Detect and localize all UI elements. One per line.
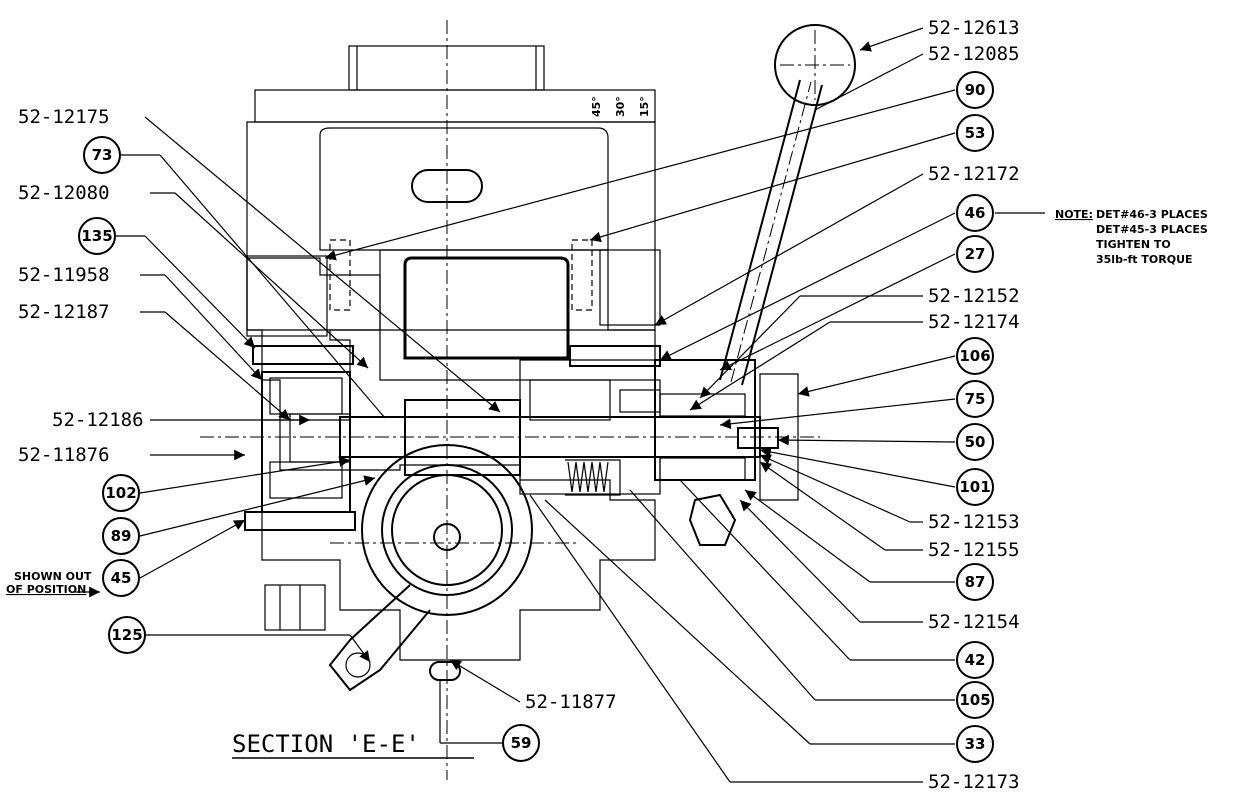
part-52-12155: 52-12155 (928, 539, 1020, 561)
bubble-90-text: 90 (965, 81, 986, 99)
shown-out-line-1: SHOWN OUT (14, 570, 92, 583)
part-52-12172: 52-12172 (928, 163, 1020, 185)
bubble-105: 105 (956, 681, 994, 719)
bubble-125-text: 125 (111, 626, 142, 644)
part-52-12175: 52-12175 (18, 106, 110, 128)
bubble-87: 87 (956, 563, 994, 601)
bubble-27: 27 (956, 235, 994, 273)
bubble-27-text: 27 (965, 245, 986, 263)
bubble-101: 101 (956, 468, 994, 506)
bubble-106: 106 (956, 337, 994, 375)
bubble-102: 102 (102, 474, 140, 512)
part-52-11958: 52-11958 (18, 264, 110, 286)
bubble-75: 75 (956, 380, 994, 418)
part-52-12085: 52-12085 (928, 43, 1020, 65)
bubble-73-text: 73 (92, 146, 113, 164)
bubble-106-text: 106 (959, 347, 990, 365)
part-52-12613: 52-12613 (928, 17, 1020, 39)
note-line-2: DET#45-3 PLACES (1096, 223, 1208, 236)
bubble-101-text: 101 (959, 478, 990, 496)
bubble-53: 53 (956, 114, 994, 152)
bubble-125: 125 (108, 616, 146, 654)
bubble-90: 90 (956, 71, 994, 109)
scale-mark-15: 15° (638, 96, 651, 117)
bubble-33: 33 (956, 725, 994, 763)
part-52-12080: 52-12080 (18, 182, 110, 204)
bubble-59: 59 (502, 724, 540, 762)
bubble-53-text: 53 (965, 124, 986, 142)
bubble-135-text: 135 (81, 227, 112, 245)
assembly-geometry (200, 20, 856, 780)
section-title: SECTION 'E-E' (232, 730, 420, 758)
scale-marks: 45° 30° 15° (590, 96, 651, 117)
section-title-group: SECTION 'E-E' (232, 730, 474, 759)
bubble-87-text: 87 (965, 573, 986, 591)
part-52-12187: 52-12187 (18, 301, 110, 323)
bubble-33-text: 33 (965, 735, 986, 753)
note-line-1: DET#46-3 PLACES (1096, 208, 1208, 221)
bubble-46: 46 (956, 194, 994, 232)
part-52-12152: 52-12152 (928, 285, 1020, 307)
part-52-12174: 52-12174 (928, 311, 1020, 333)
part-52-12186: 52-12186 (52, 409, 144, 431)
bubble-45: 45 (102, 559, 140, 597)
bubble-89-text: 89 (111, 527, 132, 545)
bubble-102-text: 102 (105, 484, 136, 502)
scale-mark-45: 45° (590, 96, 603, 117)
part-52-11876: 52-11876 (18, 444, 110, 466)
note-line-4: 35lb-ft TORQUE (1096, 253, 1193, 266)
bubble-45-text: 45 (111, 569, 132, 587)
bubble-135: 135 (78, 217, 116, 255)
bubble-50: 50 (956, 423, 994, 461)
scale-mark-30: 30° (614, 96, 627, 117)
bubble-59-text: 59 (511, 734, 532, 752)
bubble-46-text: 46 (965, 204, 986, 222)
bubble-50-text: 50 (965, 433, 986, 451)
note-label: NOTE: (1055, 208, 1093, 221)
leader-lines (75, 27, 1045, 783)
shown-out-line-2: OF POSITION (6, 583, 86, 596)
part-52-12153: 52-12153 (928, 511, 1020, 533)
item-bubbles: 90 73 53 135 46 27 106 75 50 102 101 89 … (78, 71, 994, 763)
bubble-73: 73 (83, 136, 121, 174)
bubble-42: 42 (956, 641, 994, 679)
part-number-labels: 52-12613 52-12085 52-12175 52-12080 52-1… (18, 17, 1020, 793)
note-line-3: TIGHTEN TO (1096, 238, 1171, 251)
shown-out-of-position-note: SHOWN OUT OF POSITION (6, 570, 92, 596)
bubble-105-text: 105 (959, 691, 990, 709)
part-52-12154: 52-12154 (928, 611, 1020, 633)
bubble-42-text: 42 (965, 651, 986, 669)
part-52-12173: 52-12173 (928, 771, 1020, 793)
torque-note: NOTE: DET#46-3 PLACES DET#45-3 PLACES TI… (1055, 208, 1208, 266)
bubble-75-text: 75 (965, 390, 986, 408)
bubble-89: 89 (102, 517, 140, 555)
part-52-11877: 52-11877 (525, 691, 617, 713)
